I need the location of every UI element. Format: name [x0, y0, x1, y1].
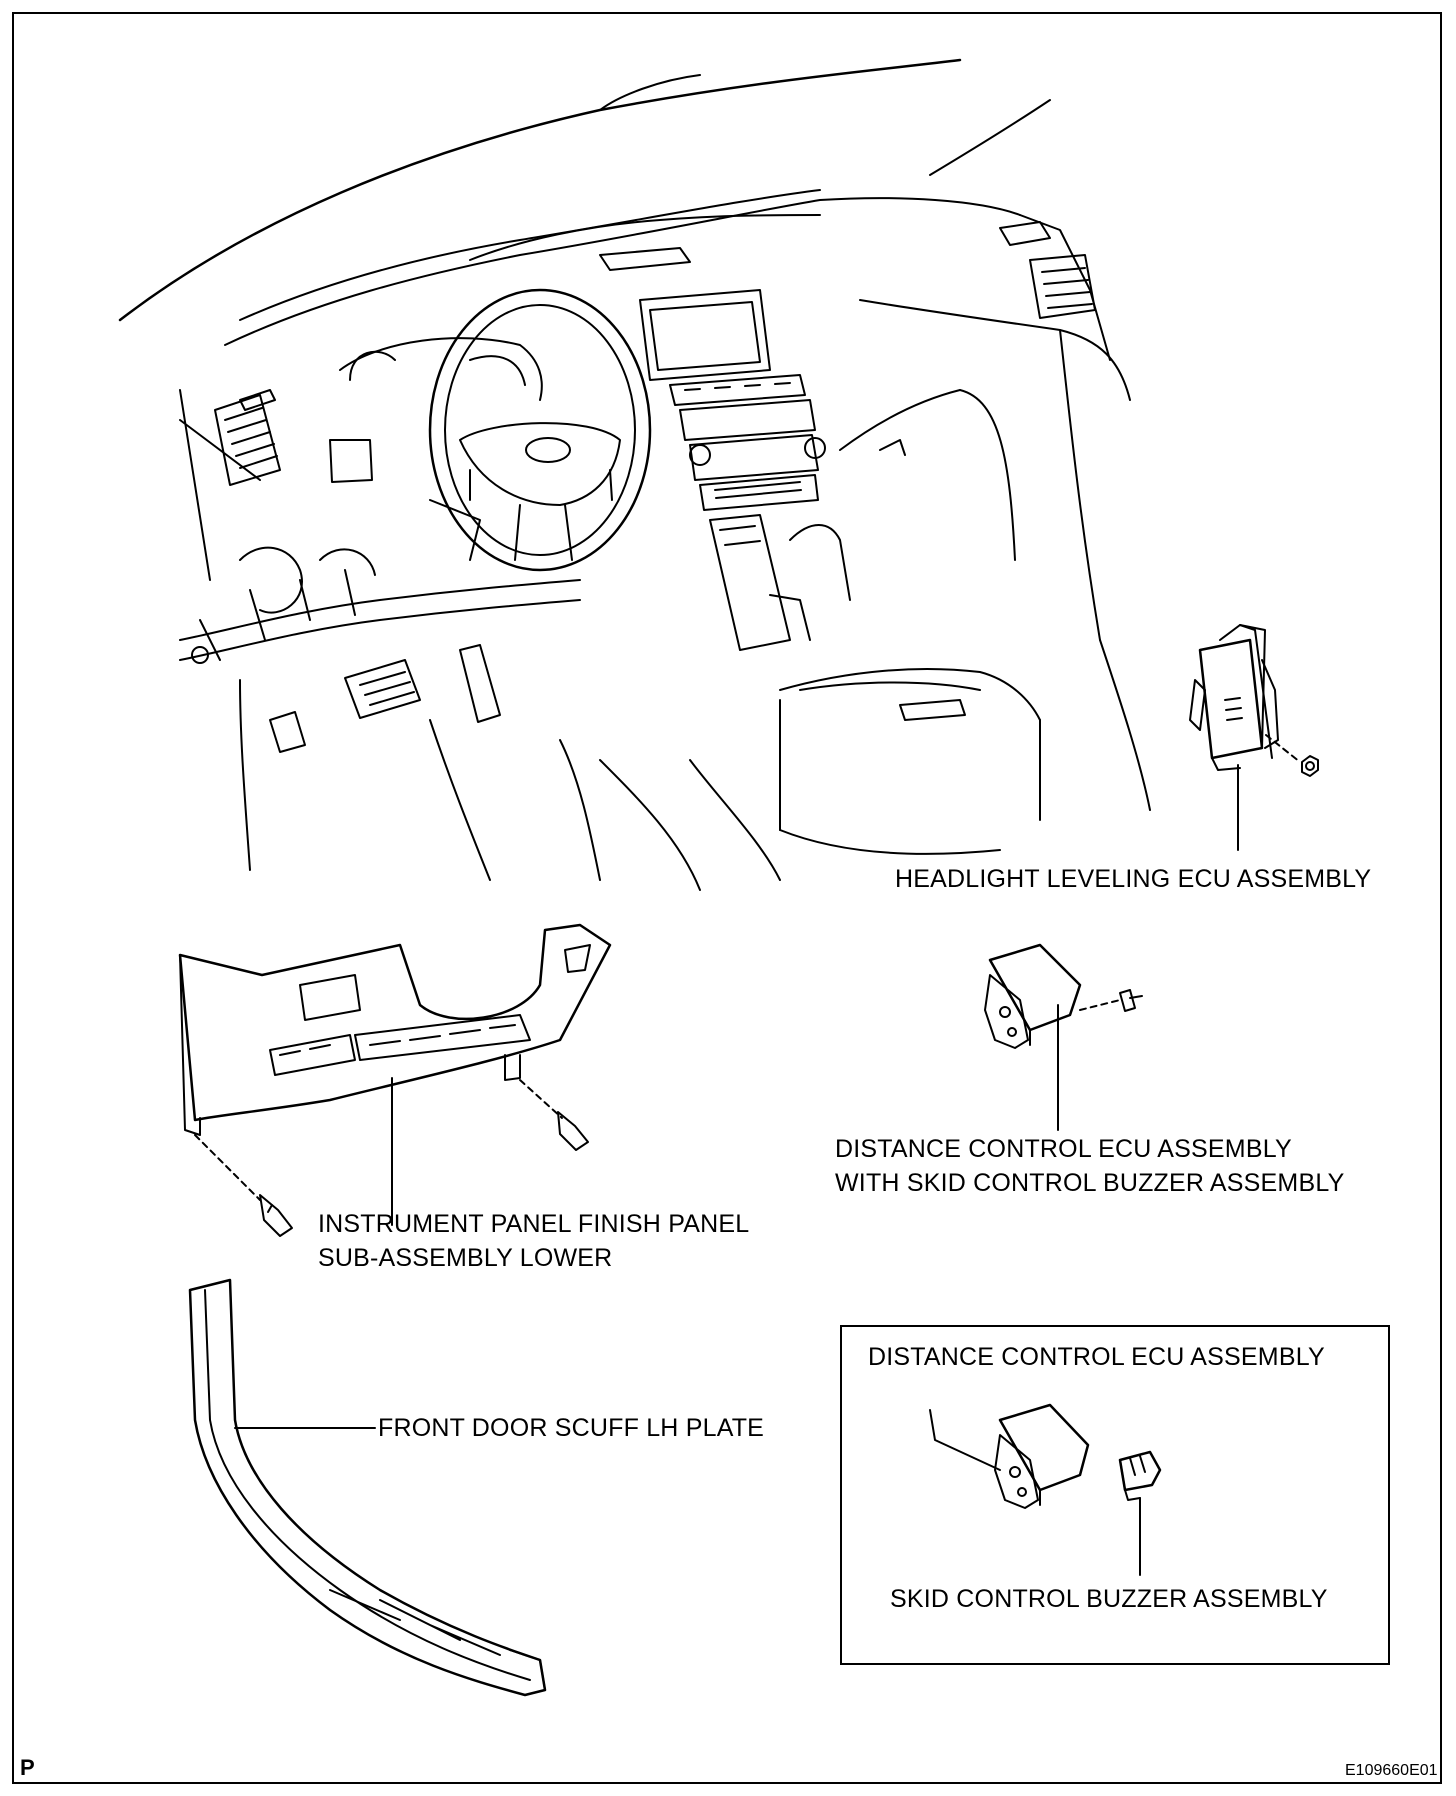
distance-ecu-label-line1: DISTANCE CONTROL ECU ASSEMBLY	[835, 1135, 1292, 1163]
dashboard-illustration	[118, 58, 1151, 891]
inset-skid-buzzer-drawing	[1118, 1450, 1162, 1576]
instrument-panel-lower-drawing	[178, 923, 612, 1237]
scuff-plate-label: FRONT DOOR SCUFF LH PLATE	[378, 1414, 765, 1442]
inset-title-label: DISTANCE CONTROL ECU ASSEMBLY	[868, 1343, 1325, 1371]
inset-box	[840, 1325, 1390, 1665]
headlight-ecu-label: HEADLIGHT LEVELING ECU ASSEMBLY	[895, 865, 1372, 893]
instrument-panel-label-line2: SUB-ASSEMBLY LOWER	[318, 1244, 613, 1272]
instrument-panel-label-line1: INSTRUMENT PANEL FINISH PANEL	[318, 1210, 750, 1238]
scuff-plate-drawing	[188, 1278, 547, 1697]
distance-ecu-drawing	[984, 943, 1143, 1131]
distance-ecu-label-line2: WITH SKID CONTROL BUZZER ASSEMBLY	[835, 1169, 1345, 1197]
figure-code: E109660E01	[1345, 1762, 1438, 1779]
inset-distance-ecu-drawing	[929, 1403, 1090, 1509]
headlight-ecu-drawing	[1189, 624, 1319, 851]
skid-buzzer-label: SKID CONTROL BUZZER ASSEMBLY	[890, 1585, 1328, 1613]
corner-mark: P	[20, 1755, 35, 1780]
figure-border	[12, 12, 1442, 1784]
